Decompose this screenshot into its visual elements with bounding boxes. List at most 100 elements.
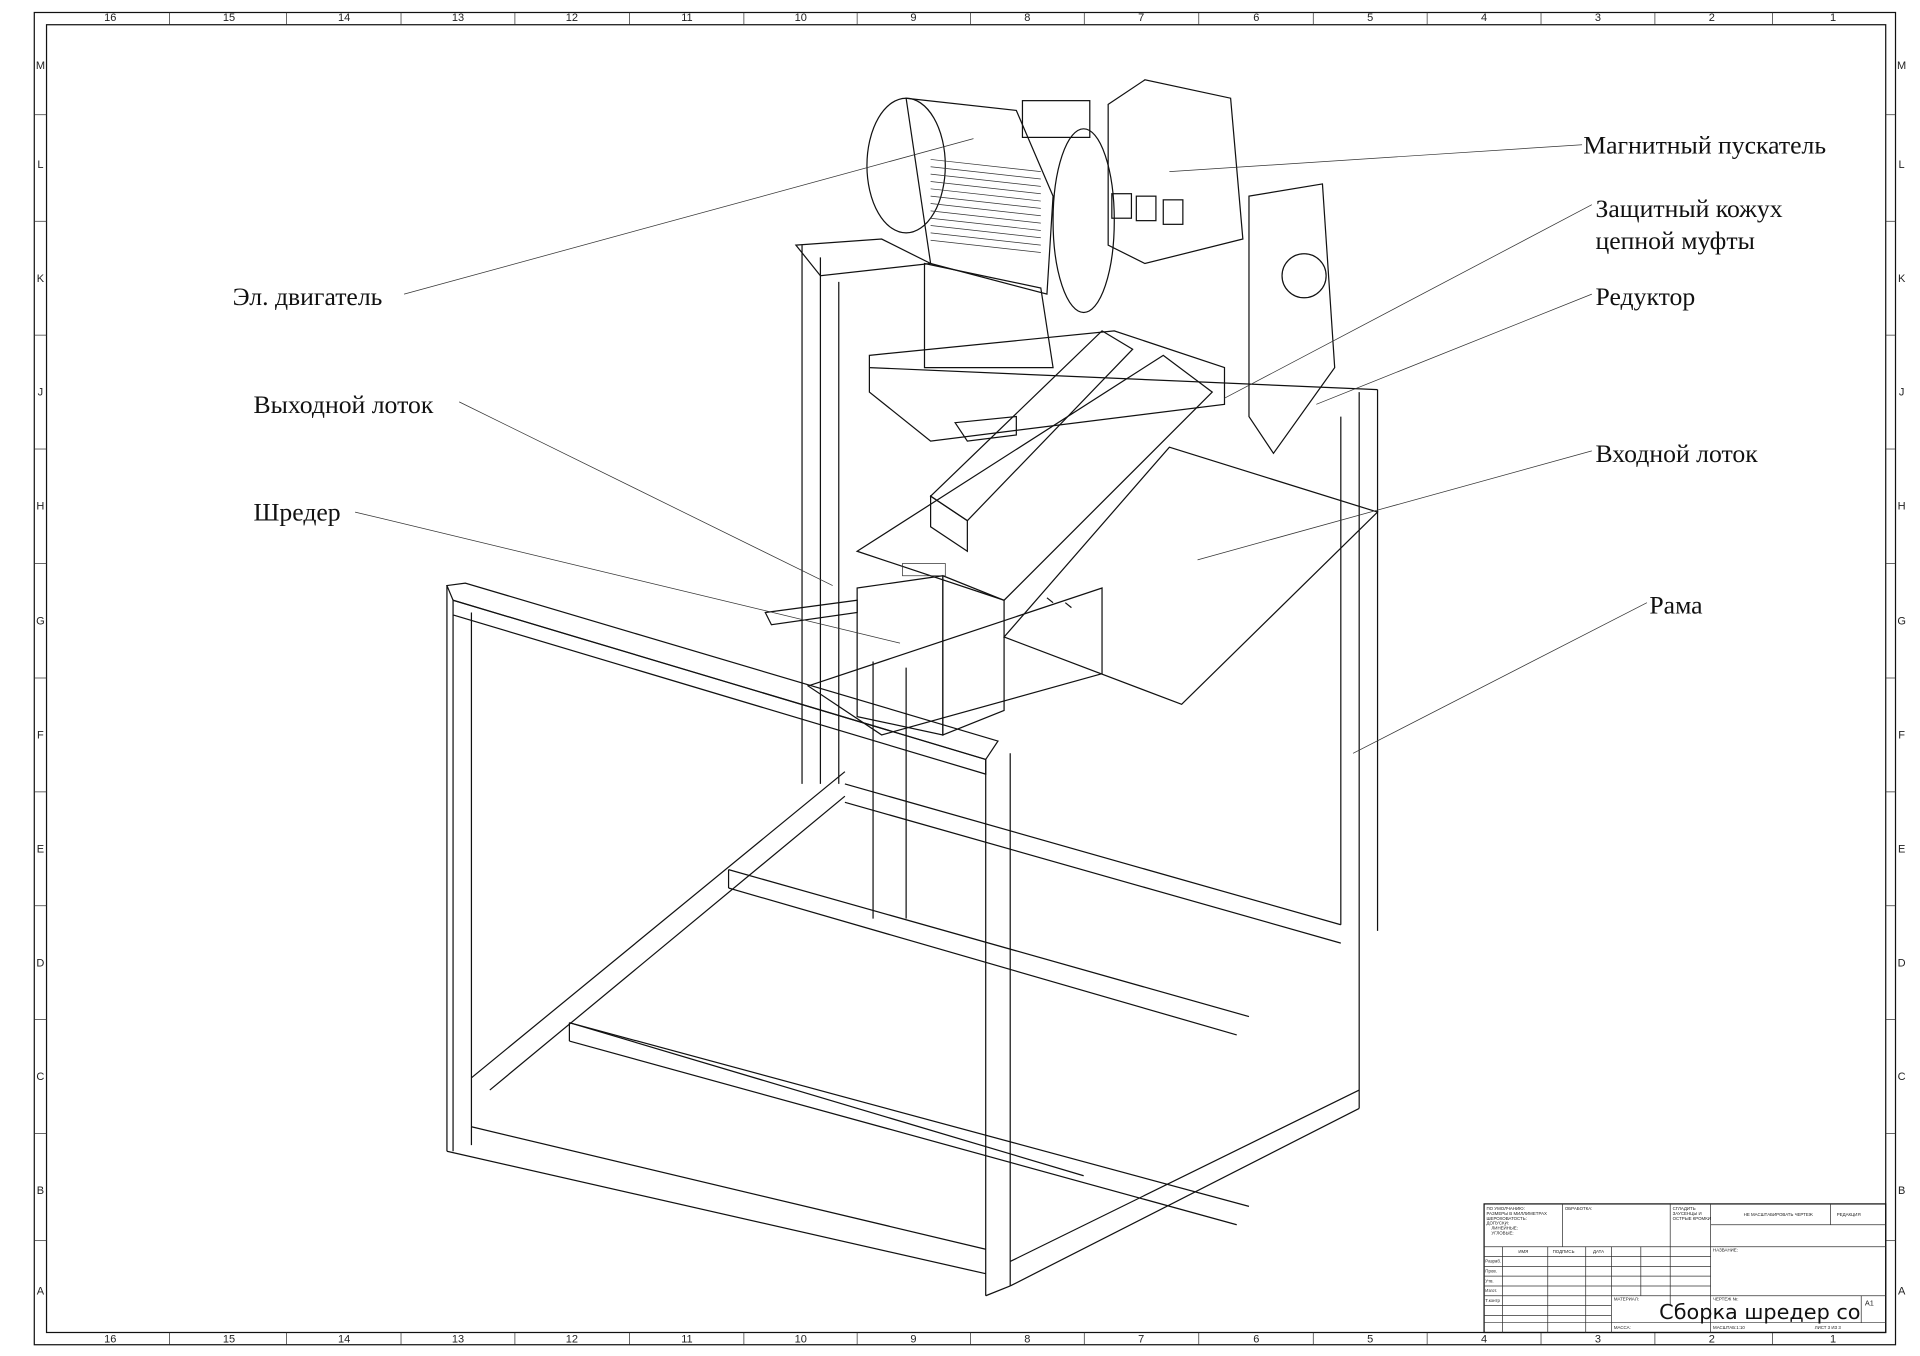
grid-column-label: 3: [1595, 12, 1601, 24]
grid-row-label: M: [1897, 60, 1906, 72]
grid-column-label: 12: [566, 12, 578, 24]
tb-deburr-2: ОСТРЫЕ КРОМКИ: [1673, 1216, 1711, 1221]
grid-column-label: 8: [1024, 12, 1030, 24]
grid-column-label: 2: [1709, 12, 1715, 24]
grid-row-label: G: [1897, 616, 1906, 628]
grid-column-label: 7: [1138, 12, 1144, 24]
leader-lines: [355, 138, 1648, 754]
label-motor: Эл. двигатель: [233, 282, 383, 311]
label-frame: Рама: [1649, 591, 1703, 620]
inner-border: [45, 24, 1887, 1334]
grid-column-label: 16: [104, 12, 116, 24]
grid-column-label: 2: [1709, 1333, 1715, 1345]
machine-drawing: [764, 79, 1379, 736]
tb-header-signature: ПОДПИСЬ: [1553, 1249, 1575, 1254]
grid-row-label: H: [1898, 501, 1906, 513]
leader-reducer: [1316, 293, 1592, 405]
tb-no-scale: НЕ МАСШТАБИРОВАТЬ ЧЕРТЕЖ: [1744, 1212, 1813, 1217]
grid-column-label: 6: [1253, 1333, 1259, 1345]
grid-row-label: C: [1898, 1071, 1906, 1083]
leader-motor: [403, 138, 974, 295]
outer-border: [33, 11, 1897, 1346]
tb-size: A1: [1865, 1299, 1874, 1308]
label-output-tray: Выходной лоток: [253, 390, 433, 419]
tb-role-3: Изгот.: [1485, 1288, 1497, 1293]
tb-defaults-0: ПО УМОЛЧАНИЮ:: [1487, 1206, 1525, 1211]
tb-revision: РЕДАКЦИЯ: [1837, 1212, 1861, 1217]
grid-row-label: K: [37, 273, 45, 285]
tb-deburr-1: ЗАУСЕНЦЫ И: [1673, 1211, 1702, 1216]
grid-row-label: J: [1899, 387, 1905, 399]
tb-defaults-4: ЛИНЕЙНЫЕ:: [1491, 1226, 1518, 1231]
grid-column-label: 11: [681, 1333, 692, 1345]
grid-column-label: 13: [452, 1333, 464, 1345]
label-starter: Магнитный пускатель: [1583, 130, 1826, 159]
grid-column-label: 15: [223, 12, 235, 24]
tb-finish: ОБРАБОТКА:: [1565, 1206, 1593, 1211]
grid-row-label: D: [1898, 957, 1906, 969]
grid-row-label: M: [36, 60, 45, 72]
tb-material: МАТЕРИАЛ:: [1614, 1297, 1639, 1302]
grid-column-label: 5: [1367, 1333, 1373, 1345]
grid-column-label: 1: [1830, 12, 1836, 24]
tb-defaults-3: ДОПУСКИ:: [1487, 1221, 1509, 1226]
grid-row-label: F: [37, 730, 44, 742]
grid-column-label: 15: [223, 1333, 235, 1345]
grid-row-label: B: [37, 1185, 44, 1197]
grid-column-label: 8: [1024, 1333, 1030, 1345]
leader-input-tray: [1197, 450, 1592, 561]
tb-role-0: Разраб.: [1485, 1259, 1501, 1264]
tb-header-date: ДАТА: [1593, 1249, 1604, 1254]
label-guard-1: Защитный кожух: [1596, 194, 1783, 223]
leader-shredder: [355, 511, 901, 644]
grid-row-labels-right: M L K J H G F E D C B A: [1885, 60, 1906, 1298]
title-block: ПО УМОЛЧАНИЮ: РАЗМЕРЫ В МИЛЛИМЕТРАХ ШЕРО…: [1483, 1203, 1920, 1334]
leader-guard: [1224, 204, 1593, 399]
grid-row-label: E: [1898, 843, 1905, 855]
tb-header-name: ИМЯ: [1518, 1249, 1528, 1254]
grid-column-label: 4: [1481, 12, 1487, 24]
tb-drawing-no: ЧЕРТЕЖ №:: [1713, 1297, 1738, 1302]
grid-row-label: H: [36, 501, 44, 513]
grid-row-label: A: [1898, 1286, 1906, 1298]
drawing-title: Сборка шредер со столом: [1659, 1300, 1920, 1324]
leader-starter: [1169, 144, 1583, 173]
grid-row-label: L: [1899, 159, 1905, 171]
grid-column-label: 9: [910, 1333, 916, 1345]
leader-output-tray: [459, 401, 833, 586]
label-input-tray: Входной лоток: [1596, 439, 1759, 468]
grid-row-label: J: [38, 387, 44, 399]
grid-column-label: 9: [910, 12, 916, 24]
tb-mass: МАССА:: [1614, 1325, 1631, 1330]
label-reducer: Редуктор: [1596, 282, 1696, 311]
tb-deburr-0: СГЛАДИТЬ: [1673, 1206, 1696, 1211]
grid-row-label: K: [1898, 273, 1906, 285]
grid-row-label: E: [37, 843, 44, 855]
grid-column-label: 5: [1367, 12, 1373, 24]
grid-row-label: C: [36, 1071, 44, 1083]
grid-row-label: F: [1898, 730, 1905, 742]
grid-row-label: B: [1898, 1185, 1905, 1197]
tb-name-label: НАЗВАНИЕ:: [1713, 1248, 1738, 1253]
grid-row-label: G: [36, 616, 45, 628]
tb-role-4: Т.контр: [1485, 1298, 1500, 1303]
label-guard-2: цепной муфты: [1596, 226, 1755, 255]
grid-column-label: 13: [452, 12, 464, 24]
grid-column-label: 10: [795, 12, 807, 24]
frame-drawing: [446, 238, 1379, 1297]
grid-column-label: 4: [1481, 1333, 1487, 1345]
grid-row-label: D: [36, 957, 44, 969]
grid-column-label: 14: [338, 12, 350, 24]
tb-sheet: ЛИСТ 3 ИЗ 3: [1815, 1325, 1842, 1330]
grid-column-label: 11: [681, 12, 692, 24]
grid-column-label: 10: [795, 1333, 807, 1345]
grid-row-label: A: [37, 1286, 45, 1298]
tb-defaults-1: РАЗМЕРЫ В МИЛЛИМЕТРАХ: [1487, 1211, 1547, 1216]
grid-column-label: 7: [1138, 1333, 1144, 1345]
label-shredder: Шредер: [253, 498, 340, 527]
tb-defaults-5: УГЛОВЫЕ:: [1491, 1231, 1513, 1236]
